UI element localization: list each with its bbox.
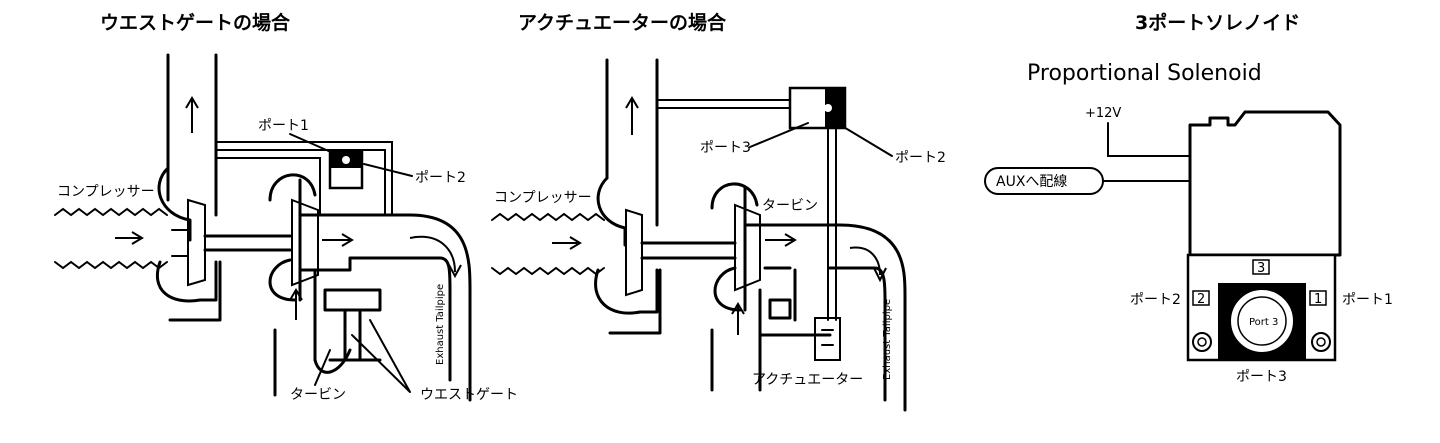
turbine-housing xyxy=(710,182,907,412)
box-2 xyxy=(1192,290,1210,306)
compressor-wheel xyxy=(171,198,206,287)
solenoid-dot xyxy=(824,104,832,112)
intake-zigzag-lower xyxy=(54,260,168,270)
right-arrow xyxy=(765,233,797,247)
port2-label: ポート2 xyxy=(415,170,466,186)
inlet-arrow xyxy=(115,231,144,245)
actuator-title: アクチュエーターの場合 xyxy=(518,11,727,34)
voltage-wire xyxy=(1107,122,1191,157)
actuator-body xyxy=(814,317,841,361)
compressor-housing xyxy=(155,166,222,322)
wastegate-body xyxy=(313,268,382,362)
compressor-label: コンプレッサー xyxy=(57,184,155,200)
turbine-label: タービン xyxy=(290,387,346,403)
turbo-shaft xyxy=(640,241,737,260)
port2-side-label: ポート2 xyxy=(1130,292,1181,308)
intake-zigzag xyxy=(491,212,605,222)
box-3 xyxy=(1252,259,1270,275)
turbo-shaft xyxy=(203,234,292,252)
intake-zigzag-lower xyxy=(491,266,605,276)
actuator-panel: アクチュエーターの場合 ポート3 ポート2 コンプレッサー タービン アクチュエ… xyxy=(491,11,946,412)
port2-leader xyxy=(363,163,413,177)
box-1 xyxy=(1309,290,1327,306)
exhaust-label: Exhaust Tailpipe xyxy=(435,284,446,365)
intake-pipe xyxy=(605,58,659,180)
solenoid-body xyxy=(1188,110,1342,257)
wastegate-label: ウエストゲート xyxy=(420,387,518,403)
solenoid-subtitle: Proportional Solenoid xyxy=(1027,61,1262,86)
turbine-label: タービン xyxy=(762,198,818,214)
compressor-wheel xyxy=(625,208,643,297)
outlet-lines xyxy=(710,328,762,392)
port3-leader xyxy=(749,122,809,148)
voltage-label: +12V xyxy=(1085,106,1121,121)
box-2-label: 2 xyxy=(1197,292,1205,307)
port1-label: ポート1 xyxy=(258,118,309,134)
port1-leader xyxy=(289,133,341,157)
actuator-line xyxy=(827,127,837,321)
actuator-label: アクチュエーター xyxy=(752,372,863,388)
turbine-wheel xyxy=(291,198,319,287)
curve-arrow xyxy=(409,235,462,279)
port2-label: ポート2 xyxy=(895,150,946,166)
compressor-label: コンプレッサー xyxy=(494,190,592,206)
solenoid-dot xyxy=(342,156,350,164)
left-port-hole xyxy=(1197,337,1207,347)
turbine-wheel xyxy=(734,203,761,292)
solenoid-title: 3ポートソレノイド xyxy=(1135,11,1300,34)
port2-leader xyxy=(841,125,893,157)
box-3-label: 3 xyxy=(1257,261,1265,276)
actuator-link xyxy=(758,268,832,337)
wastegate-outlet xyxy=(273,328,352,397)
compressor-housing xyxy=(594,176,662,335)
port3-label: ポート3 xyxy=(700,140,751,156)
wastegate-panel: ウエストゲートの場合 ポート1 ポート2 コンプレッサー タービ xyxy=(54,11,518,403)
aux-label: AUXへ配線 xyxy=(996,174,1067,190)
port1-side-label: ポート1 xyxy=(1342,292,1393,308)
right-arrow xyxy=(322,233,354,247)
right-port-hole xyxy=(1316,337,1326,347)
turbine-leader xyxy=(314,349,331,386)
port3-inner xyxy=(1237,296,1287,346)
exhaust-up-arrow xyxy=(731,302,745,335)
inlet-arrow xyxy=(552,236,582,250)
box-1-label: 1 xyxy=(1314,292,1322,307)
exhaust-label: Exhaust Tailpipe xyxy=(882,299,893,380)
boost-line xyxy=(656,99,791,109)
solenoid-panel: 3ポートソレノイド Proportional Solenoid +12V AUX… xyxy=(984,11,1393,385)
turbine-housing xyxy=(268,173,472,402)
up-arrow xyxy=(185,96,199,133)
intake-zigzag xyxy=(54,207,168,217)
port-center-label: Port 3 xyxy=(1249,317,1278,328)
curve-arrow xyxy=(849,246,887,283)
port3-bottom-label: ポート3 xyxy=(1236,369,1287,385)
boost-line xyxy=(215,141,393,215)
exhaust-up-arrow xyxy=(289,288,303,320)
wastegate-leader xyxy=(351,319,411,393)
solenoid-side xyxy=(825,88,845,128)
up-arrow xyxy=(625,96,639,135)
wastegate-title: ウエストゲートの場合 xyxy=(100,11,291,34)
